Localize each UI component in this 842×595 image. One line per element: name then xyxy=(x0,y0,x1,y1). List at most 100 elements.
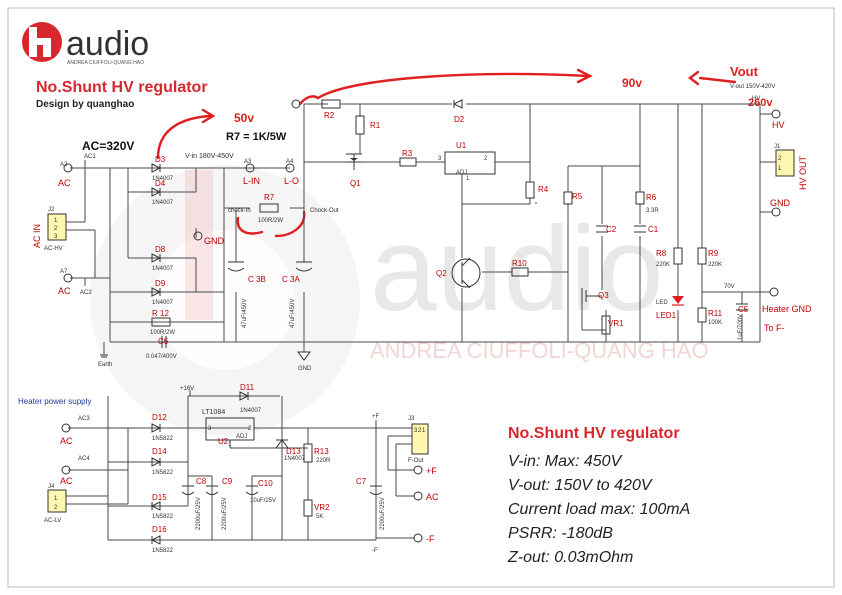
label-components-u1pin2: 2 xyxy=(484,156,488,162)
label-components-c9: C9 xyxy=(222,477,233,486)
hv-labels: A2 AC1 AC A7 AC AC2 J2 1 2 3 AC-HV AC IN… xyxy=(32,84,812,372)
hv-components xyxy=(47,99,795,361)
label-components-r5: R5 xyxy=(572,192,583,201)
label-components-c3a: C 3A xyxy=(282,275,300,284)
spec-title: No.Shunt HV regulator xyxy=(508,425,680,442)
label-components-pin2: 2 xyxy=(418,428,422,434)
label-components-u2pin1: 1 xyxy=(228,442,232,448)
label-labels-gnd_small: GND xyxy=(298,366,312,372)
label-components-d11: D11 xyxy=(240,383,255,392)
label-components-r3: R3 xyxy=(402,149,413,158)
label-components-c10: C10 xyxy=(258,479,273,488)
label-terminals-ac3: AC3 xyxy=(78,416,90,422)
brand-logo: audio ANDREA CIUFFOLI-QUANG HAO xyxy=(22,22,149,66)
label-terminals-a2: A2 xyxy=(60,162,68,168)
label-terminals-ac4: AC4 xyxy=(78,456,90,462)
label-components-c6: C6 xyxy=(158,337,169,346)
label-components-d16v: 1N5822 xyxy=(152,548,174,554)
label-components-pin2: 2 xyxy=(54,505,58,511)
annotation-90v: 90v xyxy=(622,76,642,90)
label-labels-hv_out: HV OUT xyxy=(798,155,808,190)
label-terminals-j4: J4 xyxy=(48,484,55,490)
label-labels-earth: Earth xyxy=(98,362,112,368)
label-components-c5: C5 xyxy=(738,305,749,314)
label-components-d11v: 1N4007 xyxy=(240,408,262,414)
label-labels-hv: HV xyxy=(772,120,785,130)
logo-subtitle: ANDREA CIUFFOLI-QUANG HAO xyxy=(67,60,144,66)
label-components-d3: D3 xyxy=(155,155,166,164)
label-labels-vout_range: V-out 150V-420V xyxy=(730,84,775,90)
label-components-d13: D13 xyxy=(286,447,301,456)
label-components-d14v: 1N5822 xyxy=(152,470,174,476)
label-labels-ac: AC xyxy=(60,436,73,446)
label-labels-v70: 70V xyxy=(724,284,735,290)
label-terminals-j1: J1 xyxy=(774,144,781,150)
label-components-r8: R8 xyxy=(656,249,667,258)
label-components-d9: D9 xyxy=(155,279,166,288)
label-components-d8: D8 xyxy=(155,245,166,254)
label-components-c1: C1 xyxy=(648,225,659,234)
label-labels-l_o: L-O xyxy=(284,176,299,186)
label-components-q1: Q1 xyxy=(350,179,361,188)
label-labels-heater_ps: Heater power supply xyxy=(18,397,91,406)
label-labels-led: LED xyxy=(656,300,668,306)
label-components-d14: D14 xyxy=(152,447,167,456)
label-components-c7v: 2200uF/25V xyxy=(380,497,386,530)
label-terminals-ac1: AC1 xyxy=(84,154,96,160)
label-components-pin3: 3 xyxy=(414,428,418,434)
label-components-u1: U1 xyxy=(456,141,467,150)
page-byline: Design by quanghao xyxy=(36,99,134,110)
label-terminals-a4: A4 xyxy=(286,159,294,165)
label-components-pin1: 1 xyxy=(54,218,58,224)
label-labels-f_out: F-Out xyxy=(408,458,424,464)
label-labels-ac_in_v: AC IN xyxy=(32,224,42,248)
label-components-u1p: ADJ xyxy=(456,170,467,176)
label-components-d16: D16 xyxy=(152,525,167,534)
label-components-u2pin3: 3 xyxy=(208,426,212,432)
label-labels-gnd: GND xyxy=(204,236,225,246)
label-components-r11v: 100K xyxy=(708,320,722,326)
label-components-r12: R 12 xyxy=(152,309,169,318)
label-components-pin1: 1 xyxy=(778,166,782,172)
label-components-d13v: 1N4007 xyxy=(284,456,306,462)
label-components-d12: D12 xyxy=(152,413,167,422)
spec-current: Current load max: 100mA xyxy=(508,501,690,518)
annotation-50v: 50v xyxy=(234,111,254,125)
label-components-u2p: ADJ xyxy=(236,434,247,440)
sheet-frame xyxy=(7,7,835,588)
label-components-c5v: 1uF/700V xyxy=(738,314,744,340)
label-components-c10v: 10uF/25V xyxy=(250,498,276,504)
label-terminals-j3: J3 xyxy=(408,416,415,422)
label-labels-ac: AC xyxy=(58,286,71,296)
label-components-r12v: 100R/2W xyxy=(150,330,175,336)
label-components-c3bv: 47uF/450V xyxy=(242,299,248,328)
label-components-d15: D15 xyxy=(152,493,167,502)
label-components-r6v: 3.3R xyxy=(646,208,659,214)
label-components-r8v: 220K xyxy=(656,262,670,268)
label-components-vr1: VR1 xyxy=(608,319,624,328)
label-terminals-ac2: AC2 xyxy=(80,290,92,296)
label-labels-minus_f: -F xyxy=(426,534,435,544)
label-components-d4: D4 xyxy=(155,179,166,188)
label-components-vr2: VR2 xyxy=(314,503,330,512)
label-components-c3av: 47uF/450V xyxy=(290,299,296,328)
label-components-c9v: 2200uF/25V xyxy=(222,497,228,530)
label-terminals-a3: A3 xyxy=(244,159,252,165)
label-labels-chock_in: chock-In xyxy=(228,208,251,214)
annotation-vout: Vout xyxy=(730,64,759,79)
label-labels-ac: AC xyxy=(58,178,71,188)
label-components-c7: C7 xyxy=(356,477,367,486)
label-components-u2pin2: 2 xyxy=(248,426,252,432)
spec-vout: V-out: 150V to 420V xyxy=(508,477,653,494)
label-components-r10: R10 xyxy=(512,259,527,268)
label-labels-vin: V-in 180V-450V xyxy=(185,153,234,160)
label-components-d4v: 1N4007 xyxy=(152,200,174,206)
spec-panel: No.Shunt HV regulator V-in: Max: 450V V-… xyxy=(507,425,690,566)
label-components-q3: Q3 xyxy=(598,291,609,300)
label-labels-to_f: To F- xyxy=(764,323,785,333)
label-components-r13v: 220R xyxy=(316,458,331,464)
label-labels-hv_small: HV xyxy=(752,96,760,102)
label-components-r6: R6 xyxy=(646,193,657,202)
label-components-c8v: 2200uF/25V xyxy=(196,497,202,530)
